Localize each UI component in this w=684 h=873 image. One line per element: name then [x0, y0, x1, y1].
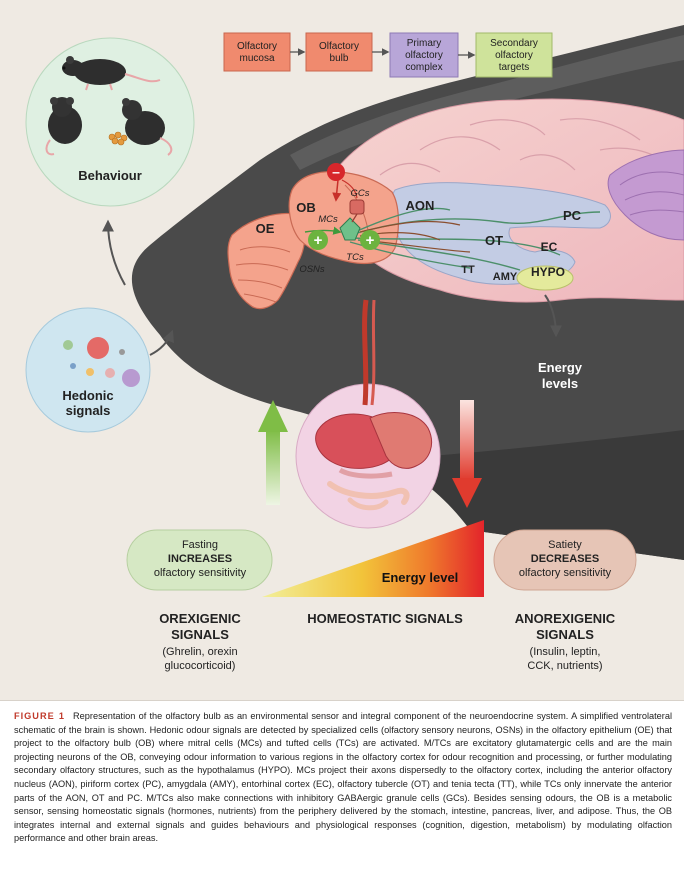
- svg-text:mucosa: mucosa: [239, 53, 274, 64]
- label-pc: PC: [563, 208, 582, 223]
- label-aon: AON: [406, 198, 435, 213]
- svg-text:INCREASES: INCREASES: [168, 553, 232, 565]
- minus-icon: –: [327, 163, 345, 181]
- label-ot: OT: [485, 233, 503, 248]
- flow-box-olfactory-bulb: Olfactory bulb: [305, 32, 373, 72]
- svg-text:Fasting: Fasting: [182, 539, 218, 551]
- label-tcs: TCs: [346, 252, 364, 263]
- hypothalamus-region: [516, 265, 574, 291]
- svg-text:complex: complex: [405, 62, 442, 73]
- mouse-icon: [62, 56, 161, 91]
- svg-text:olfactory sensitivity: olfactory sensitivity: [154, 567, 247, 579]
- svg-text:olfactory: olfactory: [495, 50, 533, 61]
- mitral-cell-body: [339, 217, 361, 241]
- diagram-canvas: – + + OE OB MCs TCs GCs OSNs AON PC OT E…: [25, 25, 684, 672]
- energy-level-label: Energy level: [382, 570, 459, 585]
- orexigenic-signals: OREXIGENIC SIGNALS (Ghrelin, orexin gluc…: [159, 611, 241, 672]
- energy-levels-line1: Energy: [538, 360, 583, 375]
- food-pellet-icon: [108, 131, 128, 146]
- olfactory-cortex-region: [390, 182, 611, 285]
- svg-text:olfactory sensitivity: olfactory sensitivity: [519, 567, 612, 579]
- fasting-pill: Fasting INCREASES olfactory sensitivity: [126, 529, 273, 591]
- label-oe: OE: [256, 221, 275, 236]
- svg-text:targets: targets: [499, 62, 530, 73]
- svg-text:ANOREXIGENIC: ANOREXIGENIC: [515, 611, 616, 626]
- behaviour-label: Behaviour: [78, 168, 142, 183]
- svg-text:bulb: bulb: [330, 53, 349, 64]
- mouse-icon: [45, 97, 82, 156]
- svg-text:Satiety: Satiety: [548, 539, 582, 551]
- svg-text:Olfactory: Olfactory: [319, 41, 359, 52]
- svg-text:Secondary: Secondary: [490, 38, 538, 49]
- red-down-arrow: [452, 400, 482, 508]
- svg-text:glucocorticoid): glucocorticoid): [165, 660, 236, 672]
- energy-levels-line2: levels: [542, 376, 578, 391]
- satiety-pill: Satiety DECREASES olfactory sensitivity: [493, 529, 637, 591]
- anorexigenic-signals: ANOREXIGENIC SIGNALS (Insulin, leptin, C…: [515, 611, 616, 672]
- organs-circle: [295, 299, 441, 529]
- svg-text:DECREASES: DECREASES: [531, 553, 599, 565]
- label-tt: TT: [461, 264, 475, 276]
- label-hypo: HYPO: [531, 265, 565, 279]
- label-mcs: MCs: [318, 214, 338, 225]
- hedonic-signals-circle: Hedonic signals: [25, 307, 151, 433]
- svg-text:Primary: Primary: [407, 38, 441, 49]
- green-up-arrow: [258, 400, 288, 505]
- homeostatic-signals: HOMEOSTATIC SIGNALS: [307, 611, 463, 626]
- caption-text: Representation of the olfactory bulb as …: [14, 711, 672, 844]
- granule-cell-body: [349, 199, 365, 215]
- svg-text:(Ghrelin, orexin: (Ghrelin, orexin: [162, 646, 237, 658]
- svg-text:+: +: [366, 232, 375, 249]
- stomach-organs-icon: [315, 299, 432, 511]
- mouse-icon: [122, 98, 173, 156]
- label-ob: OB: [296, 200, 316, 215]
- svg-text:olfactory: olfactory: [405, 50, 443, 61]
- label-ec: EC: [541, 240, 558, 254]
- label-osns: OSNs: [299, 264, 325, 275]
- flow-box-secondary-olfactory-targets: Secondary olfactory targets: [475, 32, 553, 78]
- energy-level-triangle: Energy level: [262, 520, 484, 597]
- figure-panel: – + + OE OB MCs TCs GCs OSNs AON PC OT E…: [0, 0, 684, 701]
- svg-text:CCK, nutrients): CCK, nutrients): [527, 660, 602, 672]
- hedonic-label-line1: Hedonic: [62, 388, 113, 403]
- plus-icon: +: [360, 230, 380, 250]
- plus-icon: +: [308, 230, 328, 250]
- caption-label: FIGURE 1: [14, 711, 66, 721]
- svg-text:+: +: [314, 232, 323, 249]
- behaviour-circle: Behaviour: [25, 37, 195, 207]
- label-gcs: GCs: [351, 188, 370, 199]
- svg-text:SIGNALS: SIGNALS: [171, 627, 229, 642]
- flow-box-olfactory-mucosa: Olfactory mucosa: [223, 32, 291, 72]
- svg-text:(Insulin, leptin,: (Insulin, leptin,: [530, 646, 601, 658]
- svg-text:SIGNALS: SIGNALS: [536, 627, 594, 642]
- label-amy: AMY: [493, 271, 518, 283]
- flow-box-primary-olfactory-complex: Primary olfactory complex: [389, 32, 459, 78]
- svg-text:OREXIGENIC: OREXIGENIC: [159, 611, 241, 626]
- hedonic-label-line2: signals: [66, 403, 111, 418]
- svg-text:Olfactory: Olfactory: [237, 41, 277, 52]
- svg-text:–: –: [332, 164, 340, 180]
